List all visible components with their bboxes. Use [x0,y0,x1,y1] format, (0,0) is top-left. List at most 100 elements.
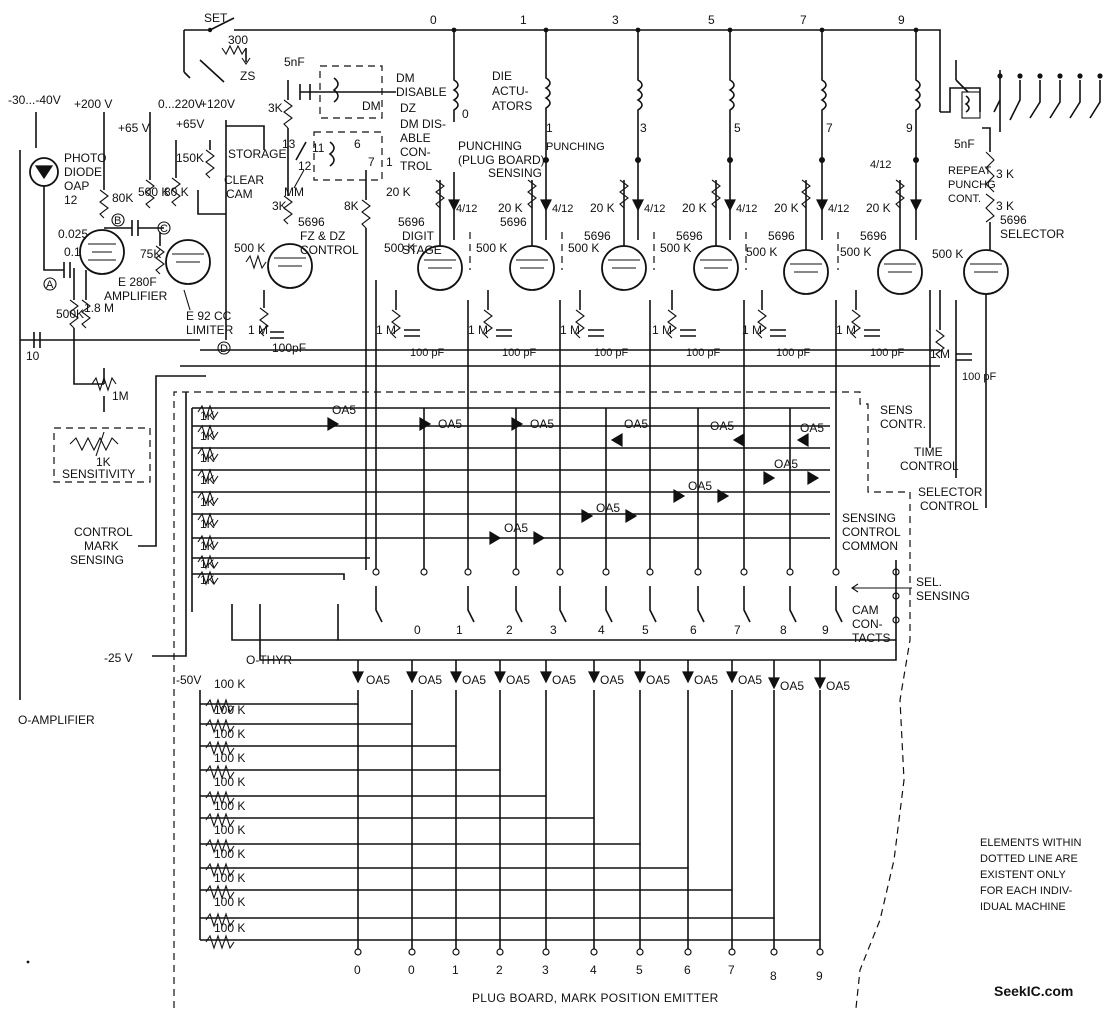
col-label-7: 7 [800,13,807,27]
digit-500k-5: 500 K [840,245,871,259]
sensing-matrix: 1K 1K 1K 1K 1K 1K 1K 1K 1K OA5 OA5 OA5 O… [191,280,970,667]
left-misc: CONTROL MARK SENSING D -25 V -50V O-AMPL… [18,340,231,964]
die-label-3: ATORS [492,99,532,113]
matrix-oa5-1: OA5 [332,403,356,417]
c0025-label: 0.025 [58,227,88,241]
selector-3k-a: 3 K [996,167,1014,181]
digit-stage-tube-label: 5696 [398,215,425,229]
r100k-0: 100 K [214,677,245,691]
col-label-0: 0 [430,13,437,27]
oap-num-label: 12 [64,193,78,207]
r100k-8: 100 K [214,871,245,885]
dz-relay-box [313,131,383,181]
cam-num-2: 2 [506,623,513,637]
matrix-1k-3: 1K [200,473,215,487]
r1m-label: 1M [112,389,129,403]
c01-label: 0.1 [64,245,81,259]
matrix-oa5-7: OA5 [774,457,798,471]
matrix-1k-8: 1K [200,573,215,587]
zs-label: ZS [240,69,255,83]
dm-disable-1: DM [396,71,415,85]
time-control-1: TIME [914,445,943,459]
mark-d-label: D [220,343,228,355]
cam-contacts-2: CON- [852,617,883,631]
dm-dis-ctrl-1: DM DIS- [400,117,446,131]
emit-oa5-2: OA5 [462,673,486,687]
digit-500k-0: 500 K [384,241,415,255]
storage-label: STORAGE [228,147,286,161]
repeat-label-1: REPEAT [948,165,991,177]
cam-num-7: 7 [734,623,741,637]
cam-contacts-1: CAM [852,603,879,617]
dm-relay-box [319,65,383,119]
r75k-label: 75K [140,247,161,261]
p65a-label: +65 V [118,121,150,135]
matrix-1k-2: 1K [200,451,215,465]
emit-label-1: 1 [452,963,459,977]
selector-label: SELECTOR [1000,227,1065,241]
digit-100pf-1: 100 pF [502,347,537,359]
fz-dz-tube [267,243,313,289]
dm-label: DM [362,99,381,113]
selector-1m-label: 1 M [930,347,950,361]
emit-label-4: 4 [590,963,597,977]
emit-oa5-10: OA5 [826,679,850,693]
selector-tube-label: 5696 [1000,213,1027,227]
plug-board-caption: PLUG BOARD, MARK POSITION EMITTER [472,991,719,1005]
dm-dis-ctrl-2: ABLE [400,131,431,145]
dm-dis-ctrl-4: TROL [400,159,432,173]
neg25-label: -25 V [104,651,133,665]
c10-label: 10 [26,349,40,363]
punching-sensing: SENSING [488,166,542,180]
n6-label: 6 [354,137,361,151]
selector-5nf-label: 5nF [954,137,975,151]
repeat-label-3: CONT. [948,193,981,205]
die-actuator-coils: DIE ACTU- ATORS 0 1 3 5 7 9 PUNCHING PUN… [452,30,921,180]
sensitivity-label: SENSITIVITY [62,467,135,481]
r100k-5: 100 K [214,799,245,813]
r100k-1: 100 K [214,703,245,717]
digit-500k-2: 500 K [568,241,599,255]
r80k2-label: 80 K [164,185,189,199]
cam-num-3: 3 [550,623,557,637]
photo-label: PHOTO [64,151,106,165]
control-mark-3: SENSING [70,553,124,567]
clear-cam-2: CAM [226,187,253,201]
r100k-9: 100 K [214,895,245,909]
v0-220-label: 0...220V [158,97,203,111]
digit-tube-label-5: 5696 [860,229,887,243]
o-amplifier-label: O-AMPLIFIER [18,713,95,727]
sensing-common-1: SENSING [842,511,896,525]
oap-label: OAP [64,179,89,193]
punching-label-1: PUNCHING [546,141,605,153]
cam-num-9: 9 [822,623,829,637]
coil-label-9: 9 [906,121,913,135]
digit-20k-4: 20 K [774,201,799,215]
col-label-3: 3 [612,13,619,27]
digit-tube-label-4: 5696 [768,229,795,243]
col-label-9: 9 [898,13,905,27]
digit-stage-label-1: DIGIT [402,229,435,243]
r100k-3: 100 K [214,751,245,765]
digit-4-12-2: 4/12 [644,203,665,215]
amplifier-label: AMPLIFIER [104,289,168,303]
note-line-4: FOR EACH INDIV- [980,885,1073,897]
digit-1m-1: 1 M [468,323,488,337]
matrix-1k-7: 1K [200,557,215,571]
matrix-1k-5: 1K [200,517,215,531]
mm-label: MM [284,185,304,199]
mark-c-label: C [160,223,168,235]
digit-100pf-0: 100 pF [410,347,445,359]
emit-oa5-0: OA5 [366,673,390,687]
matrix-oa5-2: OA5 [438,417,462,431]
emit-label-5: 5 [636,963,643,977]
mark-b-label: B [114,215,121,227]
digit-20k-5: 20 K [866,201,891,215]
sensing-common-2: CONTROL [842,525,901,539]
r100k-7: 100 K [214,847,245,861]
dz-label: DZ [400,101,416,115]
p120-label: +120V [200,97,235,111]
sensing-common-3: COMMON [842,539,898,553]
col-label-5: 5 [708,13,715,27]
digit-1m-4: 1 M [742,323,762,337]
